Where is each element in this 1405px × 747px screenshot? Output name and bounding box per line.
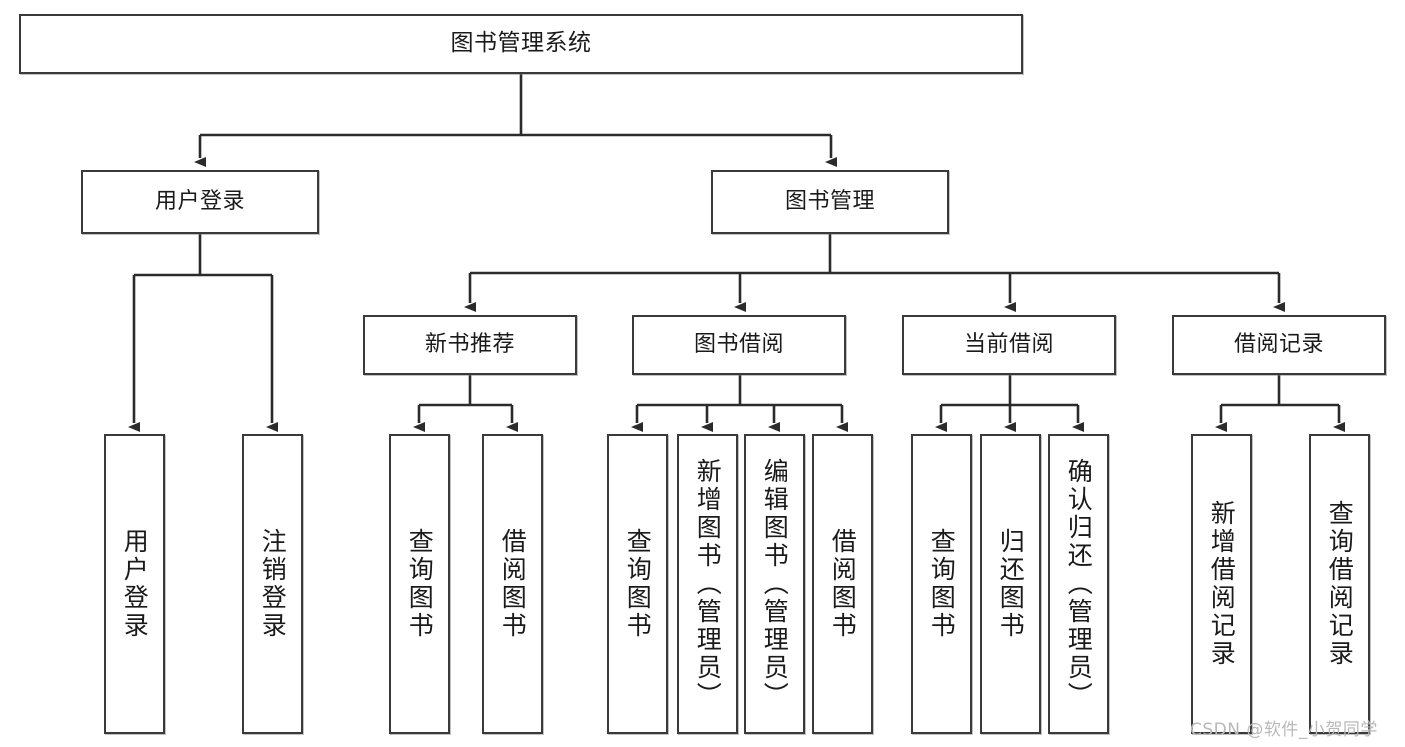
node-leaf-borrow-book[interactable]: 借阅图书 (812, 434, 873, 734)
node-label: 新增借阅记录 (1207, 500, 1237, 668)
node-root-book-management-system[interactable]: 图书管理系统 (19, 14, 1023, 74)
node-label: 借阅图书 (828, 528, 858, 640)
node-user-login[interactable]: 用户登录 (81, 170, 319, 234)
node-book-borrow[interactable]: 图书借阅 (632, 315, 846, 375)
node-leaf-borrow-book-recommend[interactable]: 借阅图书 (482, 434, 543, 734)
node-leaf-query-book-recommend[interactable]: 查询图书 (389, 434, 450, 734)
node-leaf-query-book-current[interactable]: 查询图书 (911, 434, 972, 734)
node-label: 图书管理系统 (450, 30, 592, 57)
node-current-borrow[interactable]: 当前借阅 (902, 315, 1116, 375)
csdn-watermark: CSDN @软件_小贺同学 (1190, 720, 1378, 740)
node-label: 归还图书 (996, 528, 1026, 640)
node-borrow-record[interactable]: 借阅记录 (1172, 315, 1386, 375)
node-label: 查询图书 (927, 528, 957, 640)
node-label: 查询图书 (623, 528, 653, 640)
node-leaf-query-book-borrow[interactable]: 查询图书 (607, 434, 668, 734)
node-label: 借阅图书 (498, 528, 528, 640)
node-leaf-return-book[interactable]: 归还图书 (980, 434, 1041, 734)
node-label: 注销登录 (258, 528, 288, 640)
node-label: 图书管理 (784, 188, 875, 214)
node-label: 查询图书 (405, 528, 435, 640)
node-new-book-recommend[interactable]: 新书推荐 (363, 315, 577, 375)
node-label: 用户登录 (120, 528, 150, 640)
node-label: 确认归还（管理员） (1064, 458, 1094, 710)
node-label: 编辑图书（管理员） (760, 458, 790, 710)
node-label: 借阅记录 (1233, 331, 1324, 357)
node-label: 当前借阅 (963, 331, 1054, 357)
node-label: 图书借阅 (693, 331, 784, 357)
node-book-management[interactable]: 图书管理 (711, 170, 949, 234)
node-leaf-query-borrow-record[interactable]: 查询借阅记录 (1309, 434, 1370, 734)
node-leaf-confirm-return[interactable]: 确认归还（管理员） (1048, 434, 1109, 734)
node-label: 查询借阅记录 (1325, 500, 1355, 668)
node-leaf-user-login[interactable]: 用户登录 (104, 434, 165, 734)
node-label: 用户登录 (154, 188, 245, 214)
node-leaf-add-book[interactable]: 新增图书（管理员） (677, 434, 738, 734)
node-label: 新书推荐 (424, 331, 515, 357)
node-label: 新增图书（管理员） (693, 458, 723, 710)
node-leaf-edit-book[interactable]: 编辑图书（管理员） (744, 434, 805, 734)
node-leaf-add-borrow-record[interactable]: 新增借阅记录 (1191, 434, 1252, 734)
node-leaf-user-logout[interactable]: 注销登录 (242, 434, 303, 734)
